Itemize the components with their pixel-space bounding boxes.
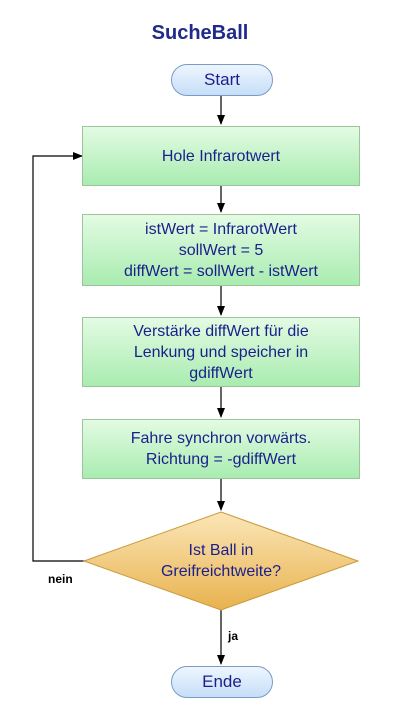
decision-ball-in-reach[interactable]: Ist Ball in Greifreichtweite?	[84, 512, 358, 610]
edge-label-yes: ja	[228, 629, 239, 643]
decision-line: Ist Ball in	[188, 542, 254, 559]
step-line: diffWert = sollWert - istWert	[124, 262, 318, 280]
decision-diamond-shape	[82, 511, 360, 611]
step-line: Hole Infrarotwert	[161, 147, 281, 165]
step-line: Fahre synchron vorwärts.	[130, 430, 312, 447]
end-node[interactable]: Ende	[171, 666, 273, 698]
step-line: sollWert = 5	[178, 241, 264, 259]
diagram-title: SucheBall	[151, 22, 249, 44]
step-amplify-diff[interactable]: Verstärke diffWert für die Lenkung und s…	[82, 317, 360, 387]
step-drive-forward[interactable]: Fahre synchron vorwärts. Richtung = -gdi…	[82, 419, 360, 479]
step-line: Richtung = -gdiffWert	[145, 451, 297, 468]
step-compute-diff[interactable]: istWert = InfrarotWert sollWert = 5 diff…	[82, 214, 360, 286]
step-line: Verstärke diffWert für die	[133, 322, 309, 340]
step-line: istWert = InfrarotWert	[145, 220, 297, 238]
start-label: Start	[204, 70, 240, 89]
step-line: Lenkung und speicher in	[133, 343, 309, 361]
edge-loop-back-no	[32, 152, 119, 562]
step-get-infrared[interactable]: Hole Infrarotwert	[82, 126, 360, 186]
start-node[interactable]: Start	[171, 64, 273, 96]
edge-label-no: nein	[48, 572, 73, 586]
step-line: gdiffWert	[189, 364, 253, 382]
decision-line: Greifreichtweite?	[160, 563, 282, 580]
end-label: Ende	[202, 672, 242, 691]
